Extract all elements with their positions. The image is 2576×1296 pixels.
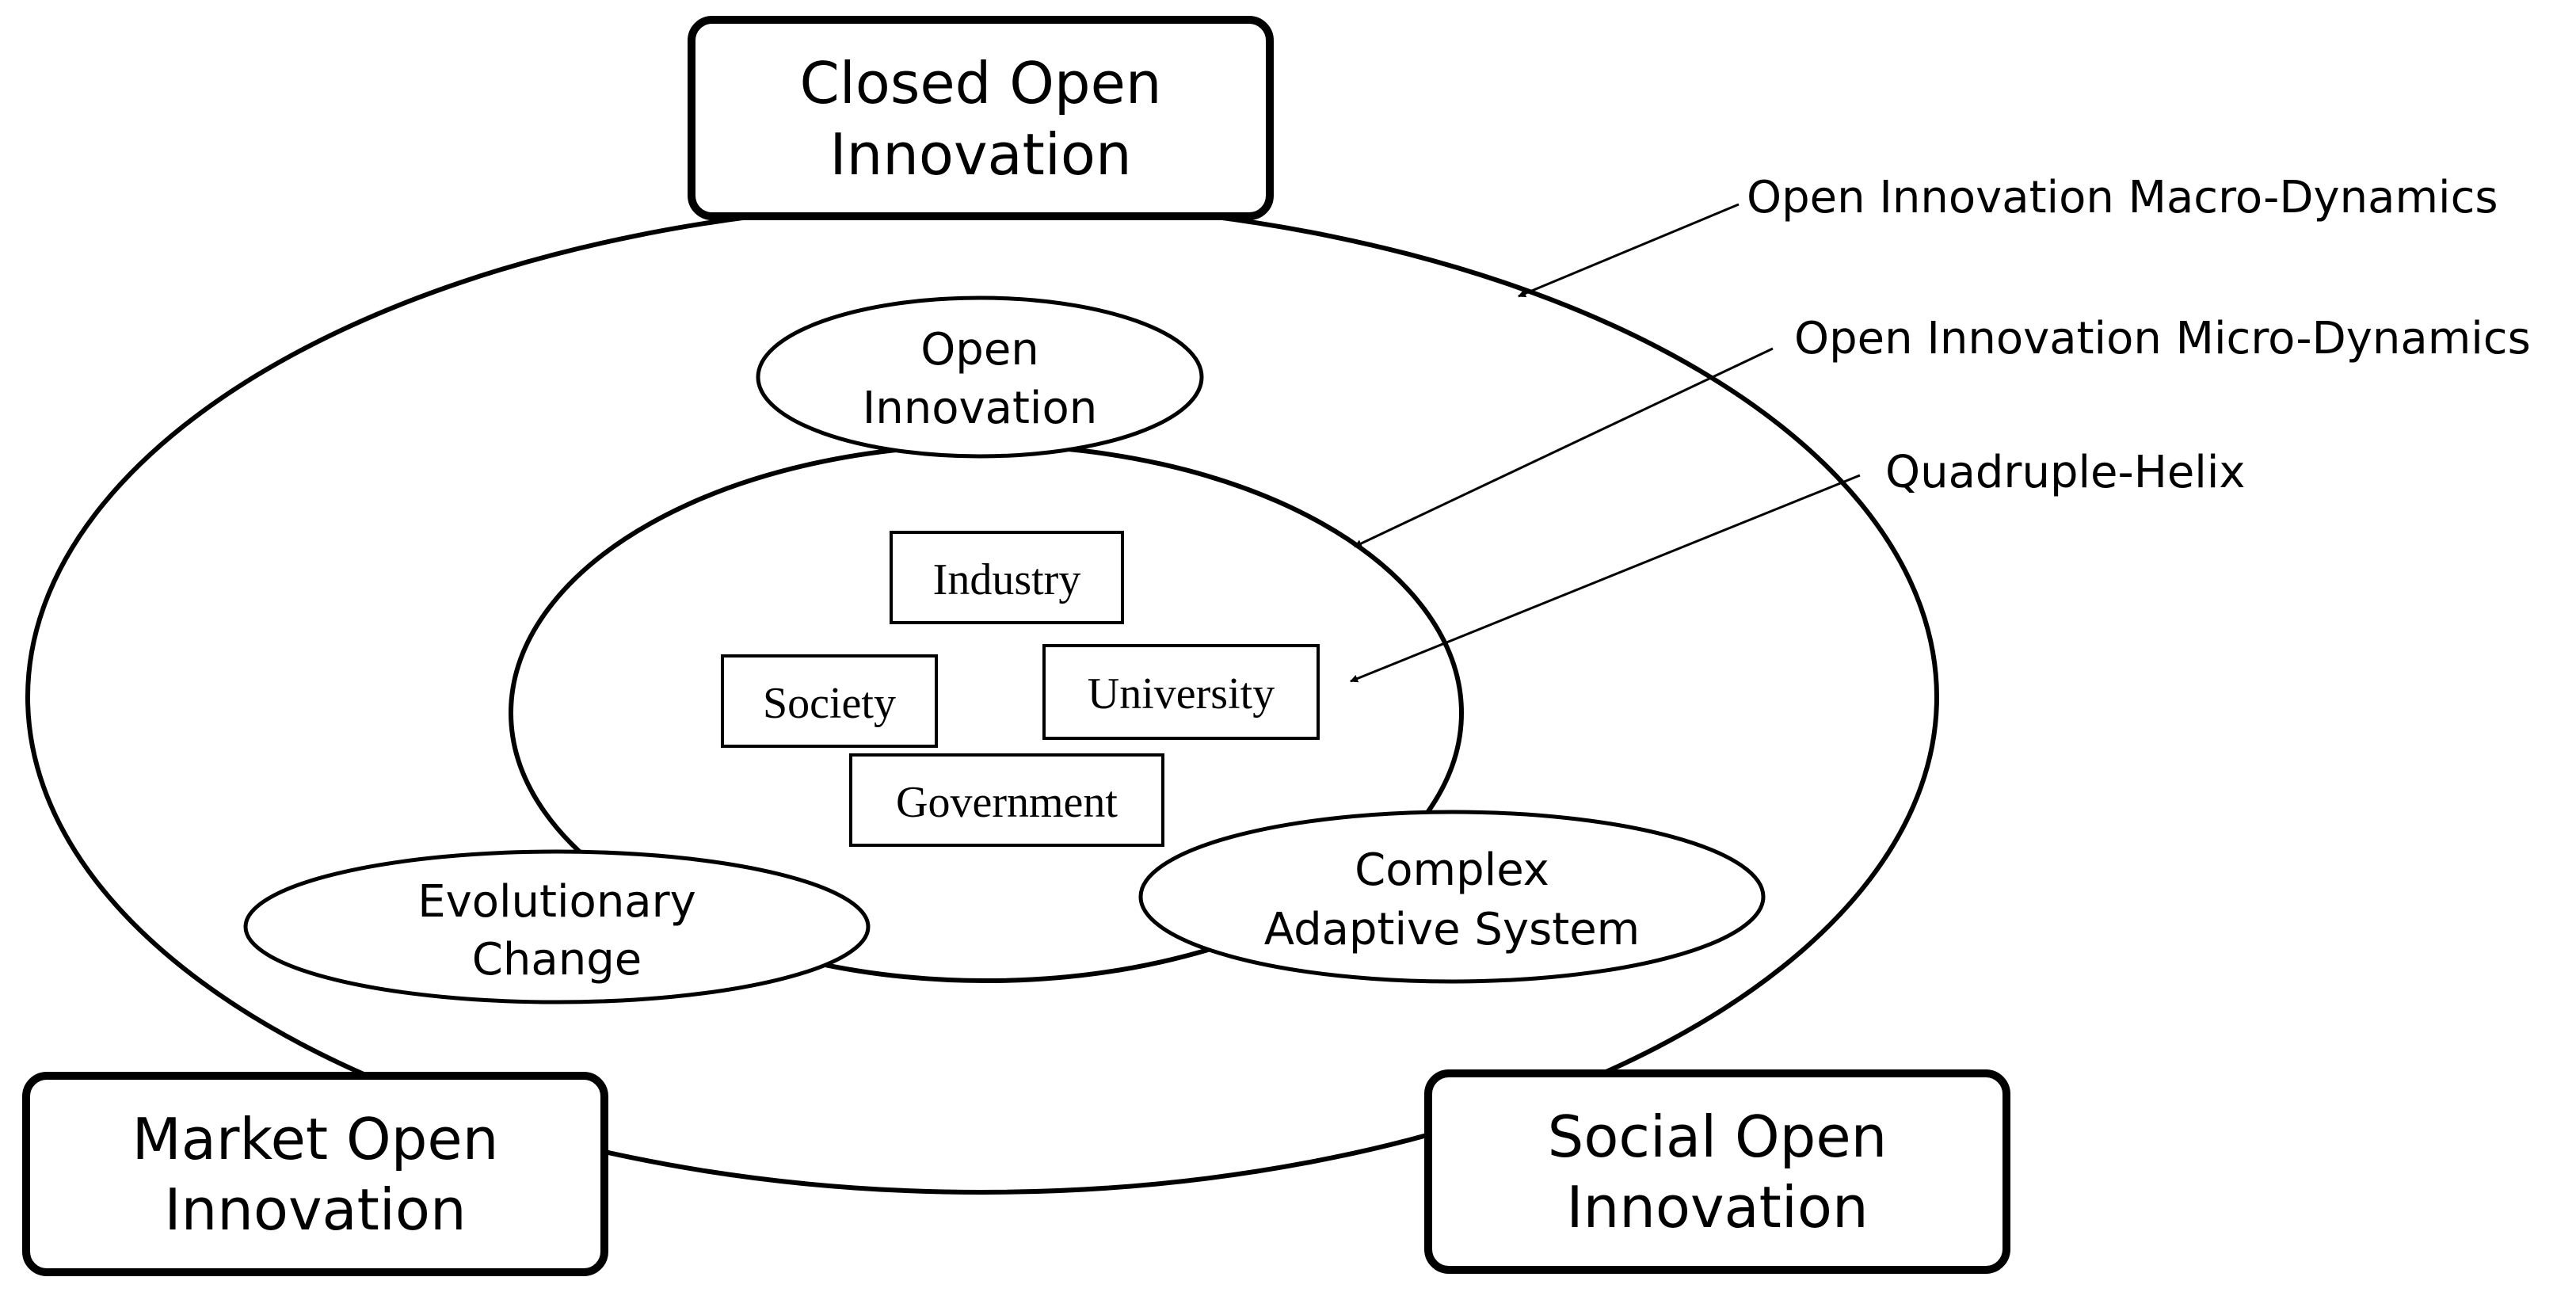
evolutionary-change-line1: Evolutionary (417, 876, 696, 928)
industry-label: Industry (933, 555, 1081, 604)
micro-dynamics-arrow (1354, 347, 1774, 548)
university-label: University (1088, 669, 1275, 719)
micro-dynamics-label: Open Innovation Micro-Dynamics (1794, 313, 2531, 364)
social-open-innovation-line2: Innovation (1566, 1174, 1868, 1241)
quadruple-helix-label: Quadruple-Helix (1885, 447, 2246, 498)
closed-open-innovation-line1: Closed Open (799, 50, 1161, 116)
government-box: Government (849, 753, 1164, 847)
open-innovation-node: Open Innovation (756, 295, 1204, 459)
society-box: Society (721, 654, 938, 748)
closed-open-innovation-line2: Innovation (829, 121, 1131, 188)
market-open-innovation-line1: Market Open (132, 1106, 499, 1172)
open-innovation-line1: Open (920, 324, 1039, 375)
complex-adaptive-system-line2: Adaptive System (1264, 904, 1640, 955)
macro-dynamics-arrow (1518, 203, 1740, 298)
macro-dynamics-label: Open Innovation Macro-Dynamics (1747, 172, 2498, 223)
social-open-innovation-box: Social Open Innovation (1424, 1069, 2010, 1274)
complex-adaptive-system-line1: Complex (1355, 844, 1549, 896)
quadruple-helix-arrow (1350, 474, 1861, 683)
industry-box: Industry (890, 531, 1124, 624)
market-open-innovation-box: Market Open Innovation (22, 1072, 608, 1276)
evolutionary-change-node: Evolutionary Change (243, 849, 871, 1004)
complex-adaptive-system-node: Complex Adaptive System (1138, 810, 1766, 984)
open-innovation-line2: Innovation (863, 383, 1098, 434)
closed-open-innovation-box: Closed Open Innovation (688, 16, 1274, 220)
market-open-innovation-line2: Innovation (164, 1176, 466, 1243)
university-box: University (1042, 644, 1320, 740)
society-label: Society (763, 679, 896, 728)
government-label: Government (896, 778, 1118, 827)
social-open-innovation-line1: Social Open (1548, 1104, 1888, 1170)
evolutionary-change-line2: Change (472, 934, 642, 985)
